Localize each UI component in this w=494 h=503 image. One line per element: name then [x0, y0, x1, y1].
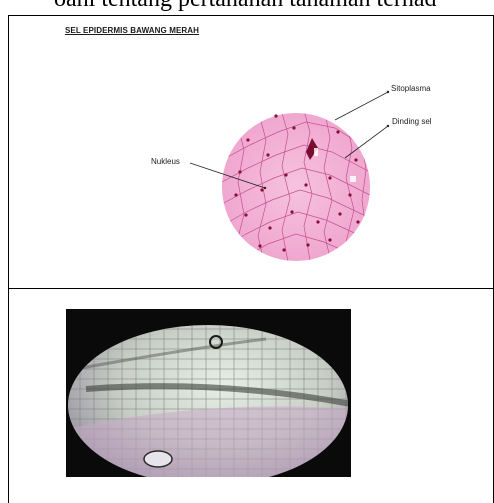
label-dinding-sel: Dinding sel: [392, 117, 432, 126]
label-nukleus: Nukleus: [151, 157, 180, 166]
label-sitoplasma: Sitoplasma: [391, 84, 431, 93]
cell-circle: [222, 113, 370, 261]
micrograph-image: [66, 309, 351, 477]
